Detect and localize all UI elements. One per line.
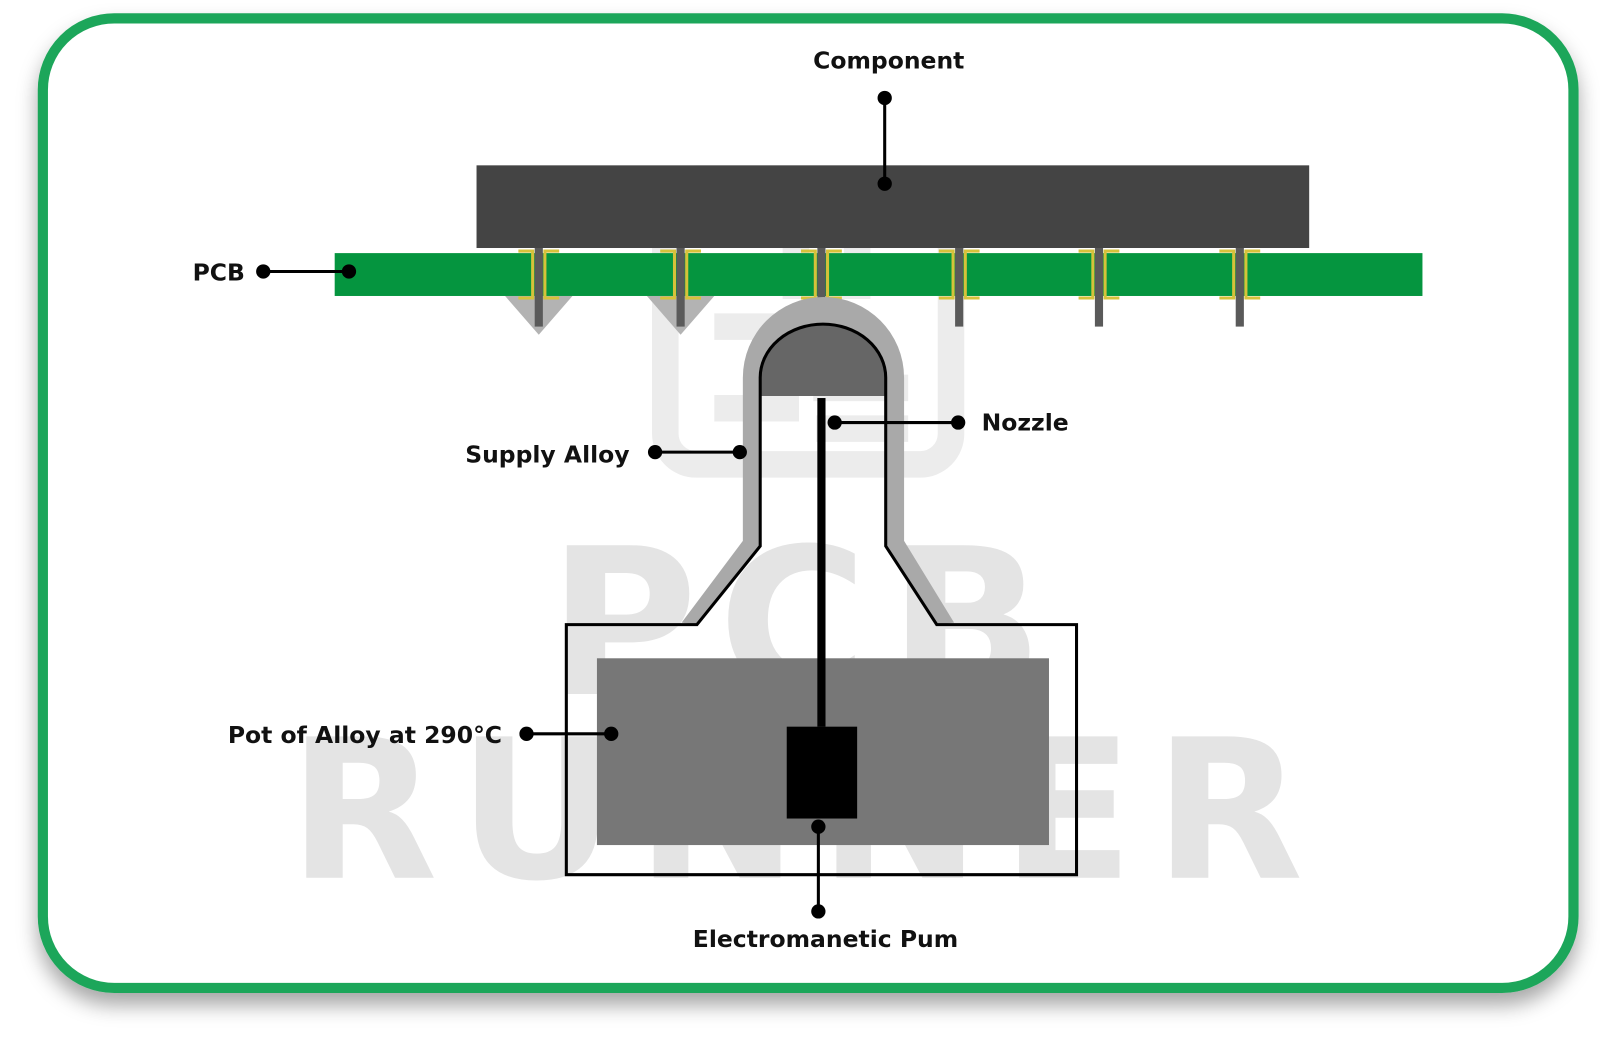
component-pin <box>1235 248 1244 327</box>
component-pin <box>534 248 543 327</box>
label-pcb: PCB <box>193 259 245 287</box>
solder-pad <box>1244 249 1261 300</box>
callout-pot: Pot of Alloy at 290°C <box>228 721 619 749</box>
solder-pad <box>801 249 817 300</box>
callout-pump: Electromanetic Pum <box>693 819 958 953</box>
solder-pad <box>938 249 955 300</box>
callout-supply-alloy: Supply Alloy <box>465 440 747 468</box>
solder-pad <box>518 249 535 300</box>
solder-pad <box>1219 249 1236 300</box>
component-pin <box>955 248 964 327</box>
solder-pad <box>963 249 980 300</box>
solder-pad <box>1103 249 1120 300</box>
callout-nozzle: Nozzle <box>827 409 1069 437</box>
label-component: Component <box>813 46 964 74</box>
label-supply-alloy: Supply Alloy <box>465 440 629 468</box>
nozzle-head <box>760 324 886 396</box>
label-nozzle: Nozzle <box>982 409 1069 437</box>
label-pump: Electromanetic Pum <box>693 925 958 953</box>
solder-pad <box>1078 249 1095 300</box>
component-pins <box>518 248 1261 327</box>
callout-component: Component <box>813 46 964 191</box>
component-pin <box>676 248 685 327</box>
solder-pad <box>543 249 560 300</box>
component-pin <box>817 248 826 312</box>
component-pin <box>1094 248 1104 327</box>
pcb-board <box>334 253 1423 296</box>
electromagnetic-pump <box>786 726 858 819</box>
pot-outline <box>564 322 1079 877</box>
solder-pad <box>685 249 702 300</box>
solder-pad <box>660 249 677 300</box>
component-body <box>476 165 1310 249</box>
label-pot: Pot of Alloy at 290°C <box>228 721 502 749</box>
pump-rod <box>817 398 826 727</box>
callout-pcb: PCB <box>193 259 357 287</box>
